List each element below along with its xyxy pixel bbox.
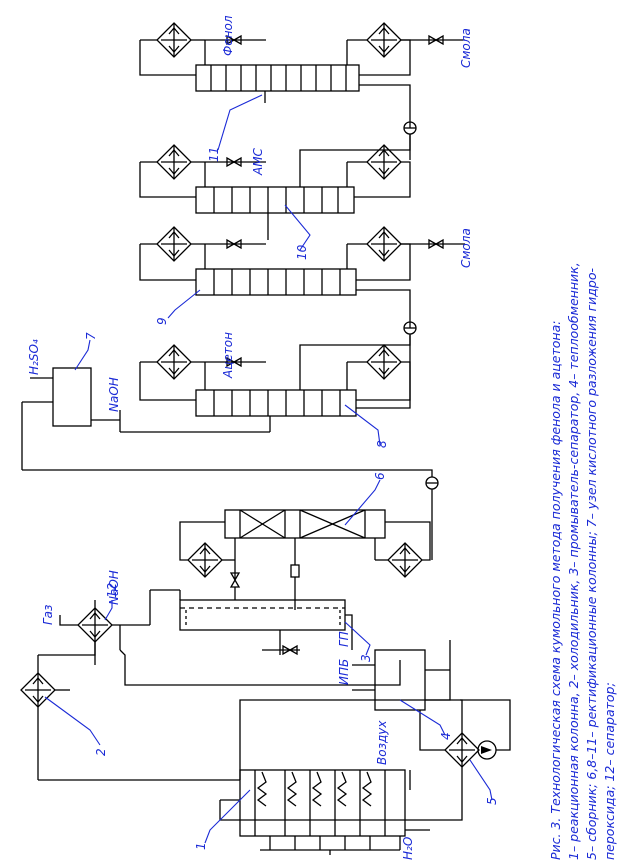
column-10 [139,134,411,240]
callouts [44,94,493,844]
hx-6-right [387,542,423,578]
stream-amc: АМС [251,147,265,176]
hx-9-left [156,226,192,262]
column-8 [139,334,411,432]
unit-12 [59,590,401,686]
stream-acetone: Ацетон [221,332,235,379]
stream-h2so4: H₂SO₄ [27,339,41,375]
number-12: 12 [105,583,119,598]
hx-4 [220,699,511,821]
column-9 [139,226,465,335]
stream-naoh-mid: NaOH [107,377,121,412]
caption-line-1: Рис. 3. Технологическая схема кумольного… [548,321,563,860]
stream-labels: H₂O Воздух Газ NaOH NaOH H₂SO₄ Ацетон См… [27,15,473,860]
number-5: 5 [485,797,499,805]
hx-10-left [156,144,192,180]
stream-gp: ГП [337,631,351,647]
stream-resin-2: Смола [459,28,473,68]
hx-6-left [187,542,223,578]
figure-caption: Рис. 3. Технологическая схема кумольного… [548,262,617,860]
caption-line-3: 5– сборник; 6,8–11– ректификационные кол… [584,267,599,860]
number-4: 4 [439,732,453,740]
stream-phenol: Фенол [221,15,235,56]
number-2: 2 [94,748,108,756]
stream-ipb: ИПБ [337,659,351,685]
stream-naoh-top: NaOH [107,570,121,605]
number-10: 10 [295,244,309,260]
hx-11-left [156,22,192,58]
stream-air: Воздух [375,720,389,765]
hx-8-left [156,344,192,380]
unit-3 [150,589,353,655]
number-11: 11 [207,147,221,162]
number-7: 7 [84,332,98,340]
cooler-2 [20,642,240,781]
caption-line-2: 1– реакционная колонна, 2– холодильник, … [566,262,581,860]
number-3: 3 [359,654,373,662]
hx-2 [20,672,56,708]
separator-12 [77,607,113,643]
hx-8-right [366,344,402,380]
column-6 [179,489,433,610]
stream-resin-1: Смола [459,228,473,268]
number-8: 8 [375,440,389,448]
hx-9-right [366,226,402,262]
column-11 [139,22,465,135]
unit-7 [21,367,439,490]
hx-11-right [366,22,402,58]
reactor-1 [219,769,430,855]
stream-gas: Газ [41,605,55,625]
number-9: 9 [155,317,169,325]
caption-line-4: пероксида; 12– сепаратор; [602,682,617,860]
number-6: 6 [373,472,387,480]
number-1: 1 [194,842,208,850]
stream-water: H₂O [401,837,415,860]
equipment-numbers: 1 2 3 4 5 6 7 8 9 10 11 12 [84,147,499,850]
